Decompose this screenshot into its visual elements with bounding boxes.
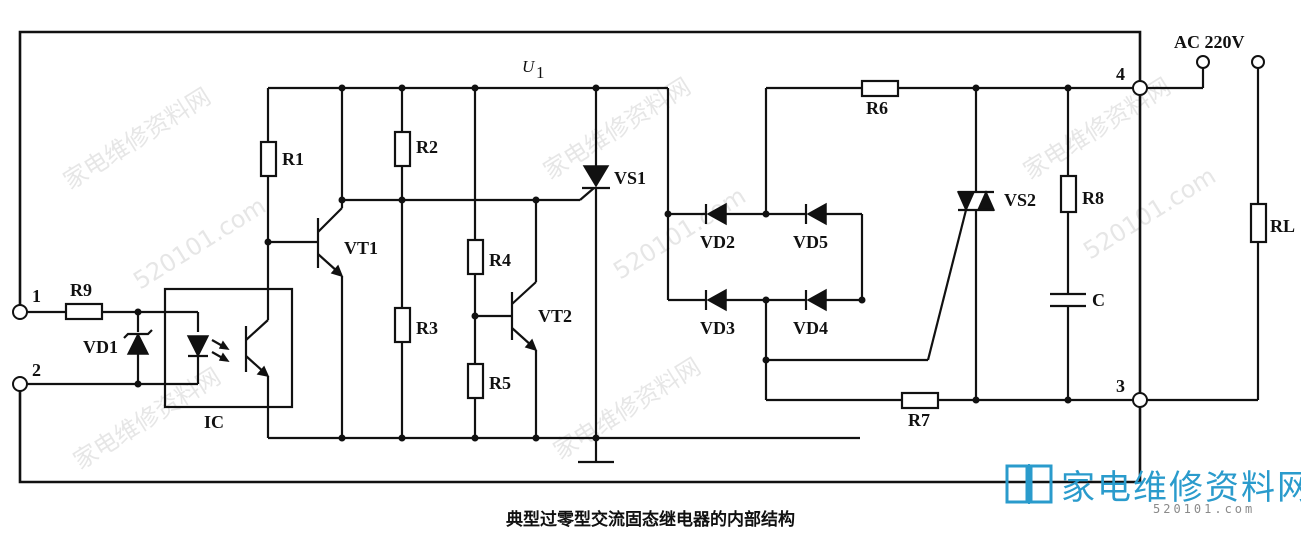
circuit-diagram: 家电维修资料网 520101.com 家电维修资料网 520101.com 家电… — [12, 30, 1295, 484]
thyristor-vs1 — [582, 165, 610, 188]
vd5-label: VD5 — [793, 232, 828, 252]
terminal-3 — [1132, 392, 1148, 408]
c-label: C — [1092, 290, 1105, 310]
r8-label: R8 — [1082, 188, 1104, 208]
zener-vd1 — [126, 332, 150, 355]
ac-terminal-b — [1251, 55, 1265, 69]
terminal-1-label: 1 — [32, 286, 41, 306]
svg-text:家电维修资料网: 家电维修资料网 — [58, 82, 215, 195]
vd3-label: VD3 — [700, 318, 735, 338]
logo-site: 520101.com — [1153, 502, 1256, 516]
r9-label: R9 — [70, 280, 92, 300]
site-logo: 家电维修资料网 520101.com — [1003, 458, 1301, 522]
u1-sub-label: 1 — [536, 63, 545, 82]
resistor-r7 — [900, 391, 940, 410]
terminal-1 — [12, 304, 28, 320]
terminal-4-label: 4 — [1116, 64, 1125, 84]
resistor-r9 — [64, 302, 104, 321]
vd2-label: VD2 — [700, 232, 735, 252]
r3-label: R3 — [416, 318, 438, 338]
input-section: 1 2 R9 VD1 IC — [12, 280, 294, 438]
led — [186, 335, 210, 358]
vt2-label: VT2 — [538, 306, 572, 326]
bridge-section: VD2 VD5 VD3 VD4 — [664, 88, 968, 400]
svg-text:520101.com: 520101.com — [128, 192, 270, 296]
r6-label: R6 — [866, 98, 888, 118]
resistor-r4 — [466, 238, 485, 276]
svg-text:家电维修资料网: 家电维修资料网 — [548, 352, 705, 465]
resistor-r5 — [466, 362, 485, 400]
resistor-r6 — [860, 79, 900, 98]
r4-label: R4 — [489, 250, 511, 270]
diode-vd5 — [806, 202, 827, 226]
logo-text: 家电维修资料网 — [1061, 468, 1301, 508]
load-rl — [1249, 202, 1268, 244]
book-icon — [1005, 464, 1053, 504]
resistor-r3 — [393, 306, 412, 344]
resistor-r8 — [1059, 174, 1078, 214]
vd1-label: VD1 — [83, 337, 118, 357]
diode-vd4 — [806, 288, 827, 312]
svg-text:家电维修资料网: 家电维修资料网 — [1018, 72, 1175, 185]
ac-label: AC 220V — [1174, 32, 1245, 52]
rl-label: RL — [1270, 216, 1295, 236]
terminal-2 — [12, 376, 28, 392]
ac-terminal-a — [1196, 55, 1210, 69]
vd4-label: VD4 — [793, 318, 828, 338]
vs1-label: VS1 — [614, 168, 646, 188]
terminal-3-label: 3 — [1116, 376, 1125, 396]
svg-text:家电维修资料网: 家电维修资料网 — [68, 362, 225, 475]
r5-label: R5 — [489, 373, 511, 393]
diode-vd3 — [706, 288, 727, 312]
driver-section: U 1 R1 VT1 R2 R3 — [259, 57, 860, 464]
output-section: R6 R7 VS2 R8 C 4 3 — [766, 32, 1295, 430]
ic-label: IC — [204, 412, 224, 432]
terminal-2-label: 2 — [32, 360, 41, 380]
watermark: 家电维修资料网 520101.com 家电维修资料网 520101.com 家电… — [58, 72, 1220, 475]
u1-label: U — [522, 57, 536, 76]
optocoupler-ic — [163, 287, 294, 409]
figure-caption: 典型过零型交流固态继电器的内部结构 — [506, 510, 795, 530]
resistor-r2 — [393, 130, 412, 168]
r2-label: R2 — [416, 137, 438, 157]
vt1-label: VT1 — [344, 238, 378, 258]
resistor-r1 — [259, 140, 278, 178]
svg-text:520101.com: 520101.com — [1078, 162, 1220, 266]
module-frame — [18, 30, 1142, 484]
terminal-4 — [1132, 80, 1148, 96]
r1-label: R1 — [282, 149, 304, 169]
r7-label: R7 — [908, 410, 930, 430]
triac-vs2 — [956, 191, 976, 212]
vs2-label: VS2 — [1004, 190, 1036, 210]
